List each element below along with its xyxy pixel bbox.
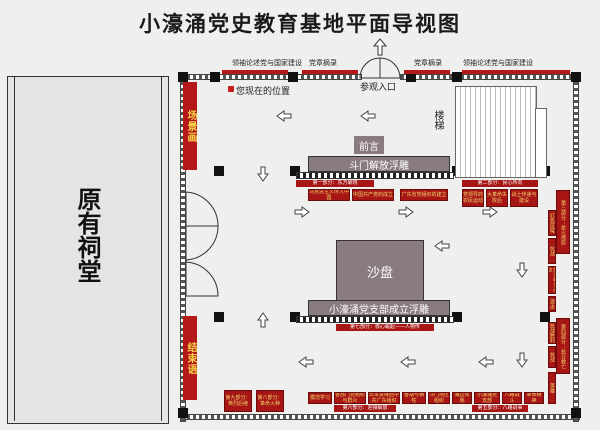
pillar (214, 166, 224, 176)
exhibit-panel: 党领导的农民运动 (462, 189, 484, 207)
you-are-here-marker (228, 86, 234, 92)
arrow-left-icon (298, 356, 314, 368)
exhibit-panel: 大革命失败后 (486, 189, 508, 207)
top-label: 党章摘录 (309, 59, 337, 67)
right-wall (573, 74, 579, 422)
exhibit-panel: 抗战 (548, 346, 556, 368)
relief-bottom-base (296, 316, 454, 323)
exhibit-panel: 日本投降后中共广东组织 (368, 392, 400, 404)
pillar (571, 408, 581, 418)
section-2-bar: 第二部分：民心所向 (462, 180, 538, 187)
section-3-panel: 第三部分：星火燎原 (556, 190, 570, 254)
relief-bottom: 小濠涌党支部成立浮雕 (308, 300, 450, 316)
section-8-panel: 第八部分：革命火种 (256, 390, 284, 412)
exhibit-panel: 中国共产党的成立 (352, 189, 394, 201)
exhibit-panel: 奋战与牺牲 (402, 392, 426, 404)
top-red-strip (302, 70, 358, 74)
arrow-right-icon (482, 206, 498, 218)
exhibit-panel: 海边有我 (452, 392, 472, 404)
section-4-panel: 第四部分：抗日救亡 (556, 318, 570, 374)
exhibit-panel: 马克思主义传入中国 (308, 189, 350, 201)
section-1-bar: 第一部分：东方破晓 (296, 180, 374, 187)
old-hall: 原有祠堂 (7, 76, 169, 424)
pillar (452, 312, 462, 322)
old-hall-inner (14, 77, 162, 421)
pillar (452, 72, 462, 82)
pillar (290, 312, 300, 322)
top-wall-left (180, 74, 362, 80)
arrow-down-icon (516, 262, 528, 278)
exhibit-panel: 红色区域 (548, 210, 556, 236)
bottom-wall (180, 414, 580, 420)
arrow-left-icon (276, 110, 292, 122)
pillar (288, 72, 298, 82)
exhibit-panel: 革命精神 (524, 392, 544, 404)
pillar (290, 166, 300, 176)
page-title: 小濠涌党史教育基地平面导视图 (139, 12, 461, 36)
exhibit-panel: 抗战 (548, 238, 556, 264)
exhibit-panel: 抗战胜利 (548, 322, 556, 344)
pillar (178, 72, 188, 82)
stairs-label: 楼梯 (432, 110, 443, 130)
stairs-landing (535, 108, 547, 178)
section-9-panel: 第九部分：英烈后继 (224, 390, 252, 412)
top-label: 党章摘录 (414, 59, 442, 67)
top-red-strip (462, 70, 570, 74)
arrow-up-icon (257, 312, 269, 328)
top-label: 领袖论述党与国家建设 (232, 59, 302, 67)
relief-top: 斗门解放浮雕 (308, 156, 450, 172)
exhibit-panel: 八路战斗 (502, 392, 522, 404)
top-red-strip (404, 70, 450, 74)
pillar (214, 312, 224, 322)
arrow-left-icon (400, 356, 416, 368)
pillar (406, 72, 416, 82)
pillar (210, 72, 220, 82)
arrow-left-icon (360, 110, 376, 122)
exhibit-panel: 抗日救亡运动 (548, 266, 556, 294)
exhibit-panel: 英雄 (548, 372, 556, 404)
arrow-left-icon (478, 356, 494, 368)
arrow-left-icon (434, 240, 450, 252)
entrance-label: 参观入口 (360, 83, 397, 93)
relief-top-base (296, 172, 454, 179)
pillar (540, 312, 550, 322)
top-red-strip (222, 70, 288, 74)
section-6-bar: 第六部分：迎接解放 (334, 405, 396, 412)
you-are-here-label: 您现在的位置 (236, 87, 291, 97)
preface-box: 前言 (354, 136, 384, 154)
stairs (455, 86, 537, 178)
exhibit-panel: 各部门党组织与群众 (334, 392, 366, 404)
section-7-bar: 第七部分：核心崛起——人物传 (336, 324, 434, 331)
closing-remarks-panel: 结束语 (183, 316, 197, 400)
side-doors (185, 191, 219, 297)
arrow-right-icon (294, 206, 310, 218)
section-5-bar: 第五部分：八路战事 (472, 405, 528, 412)
exhibit-panel: 小濠涌党支部 (474, 392, 500, 404)
scene-painting-panel: 场景画 (183, 82, 197, 170)
pillar (571, 72, 581, 82)
exhibit-panel: 斗门地区组织 (428, 392, 450, 404)
entrance-doors (359, 57, 401, 79)
top-label: 领袖论述党与国家建设 (463, 59, 533, 67)
entrance-arrow-icon (373, 38, 387, 56)
exhibit-panel: 游击 (548, 296, 556, 312)
arrow-down-icon (516, 352, 528, 368)
exhibit-panel: 广东省党组织的建立 (400, 189, 448, 201)
pillar (178, 408, 188, 418)
old-hall-label: 原有祠堂 (73, 187, 101, 283)
arrow-down-icon (257, 166, 269, 182)
exhibit-panel: 模范学习 (308, 392, 332, 404)
exhibit-panel: 战士传递与建设 (510, 189, 538, 207)
top-wall-right (400, 74, 580, 80)
arrow-right-icon (398, 206, 414, 218)
sand-table: 沙盘 (336, 240, 424, 302)
